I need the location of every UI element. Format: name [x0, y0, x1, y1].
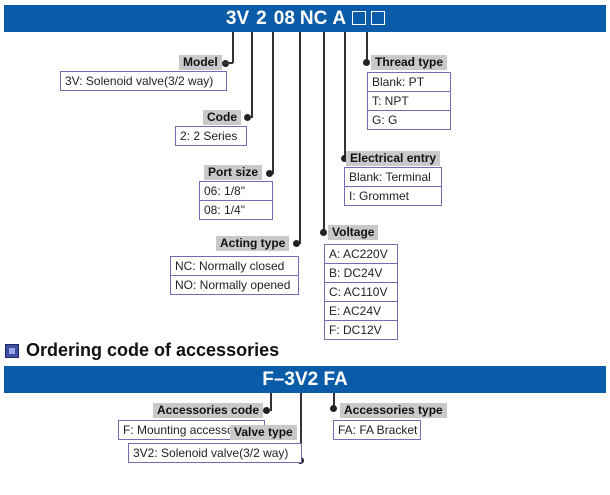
electrical-entry-label: Electrical entry — [346, 151, 441, 166]
electrical-entry-option: I: Grommet — [345, 186, 441, 205]
electrical-entry-option: Blank: Terminal — [349, 170, 431, 184]
connector-line-code — [251, 32, 253, 118]
connector-dot-voltage — [320, 229, 327, 236]
code-segment-voltage: A — [332, 8, 347, 29]
connector-dot-port — [266, 170, 273, 177]
voltage-options: A: AC220V B: DC24V C: AC110V E: AC24V F:… — [324, 244, 398, 340]
code-option: 2: 2 Series — [180, 129, 238, 143]
connector-dot-accessories-type — [330, 405, 337, 412]
electrical-entry-options: Blank: Terminal I: Grommet — [344, 167, 442, 206]
thread-type-options: Blank: PT T: NPT G: G — [367, 72, 451, 130]
port-size-option: 08: 1/4" — [200, 200, 272, 219]
acting-type-option: NC: Normally closed — [175, 259, 285, 273]
voltage-option: A: AC220V — [329, 247, 388, 261]
thread-type-option: G: G — [368, 110, 450, 129]
connector-line-valve-type — [300, 393, 302, 461]
voltage-option: F: DC12V — [325, 320, 397, 339]
connector-dot-thread — [363, 59, 370, 66]
thread-type-option: T: NPT — [368, 91, 450, 110]
port-size-option: 06: 1/8" — [204, 184, 245, 198]
code-segment-port: 08 — [273, 8, 295, 29]
connector-line-thread — [366, 32, 368, 62]
voltage-option: B: DC24V — [325, 263, 397, 282]
model-code-banner: 3V 2 08 NC A — [4, 5, 606, 32]
section-heading: Ordering code of accessories — [5, 340, 279, 361]
connector-dot-accessories-code — [263, 407, 270, 414]
thread-type-option: Blank: PT — [372, 75, 425, 89]
connector-line-acting — [299, 32, 301, 244]
connector-line-accessories-code — [270, 393, 272, 411]
thread-type-label: Thread type — [371, 55, 448, 70]
code-label: Code — [203, 110, 241, 125]
accessories-code-option: F: Mounting accessories — [123, 423, 254, 437]
code-segment-acting: NC — [299, 8, 328, 29]
code-segment-code: 2 — [256, 8, 267, 29]
port-size-label: Port size — [204, 165, 263, 180]
accessories-code-options: F: Mounting accessories — [118, 420, 265, 440]
accessories-code-label: Accessories code — [153, 403, 264, 418]
accessories-type-options: FA: FA Bracket — [333, 420, 421, 440]
connector-line-accessories-type — [333, 393, 335, 409]
code-options: 2: 2 Series — [175, 126, 247, 146]
model-label: Model — [179, 55, 222, 70]
accessories-type-label: Accessories type — [340, 403, 447, 418]
acting-type-label: Acting type — [216, 236, 290, 251]
placeholder-box-1 — [352, 10, 367, 25]
voltage-option: E: AC24V — [325, 301, 397, 320]
valve-type-label: Valve type — [230, 425, 297, 440]
square-bullet-icon — [5, 343, 19, 358]
voltage-label: Voltage — [328, 225, 379, 240]
section-heading-text: Ordering code of accessories — [26, 340, 280, 360]
acting-type-option: NO: Normally opened — [171, 275, 298, 294]
connector-line-model — [232, 32, 234, 63]
connector-dot-electrical — [341, 155, 348, 162]
accessory-code-banner: F–3V2 FA — [4, 366, 606, 393]
code-segment-model: 3V — [225, 8, 250, 29]
connector-line-voltage — [323, 32, 325, 232]
model-option: 3V: Solenoid valve(3/2 way) — [65, 74, 214, 88]
accessories-type-option: FA: FA Bracket — [338, 423, 418, 437]
connector-line-port — [272, 32, 274, 174]
acting-type-options: NC: Normally closed NO: Normally opened — [170, 256, 299, 295]
connector-dot-acting — [293, 240, 300, 247]
port-size-options: 06: 1/8" 08: 1/4" — [199, 181, 273, 220]
model-options: 3V: Solenoid valve(3/2 way) — [60, 71, 227, 91]
valve-type-options: 3V2: Solenoid valve(3/2 way) — [128, 443, 302, 463]
valve-type-option: 3V2: Solenoid valve(3/2 way) — [133, 446, 289, 460]
connector-tick-model — [223, 62, 233, 64]
placeholder-box-2 — [371, 10, 386, 25]
connector-line-electrical — [344, 32, 346, 160]
connector-dot-code — [244, 114, 251, 121]
voltage-option: C: AC110V — [325, 282, 397, 301]
